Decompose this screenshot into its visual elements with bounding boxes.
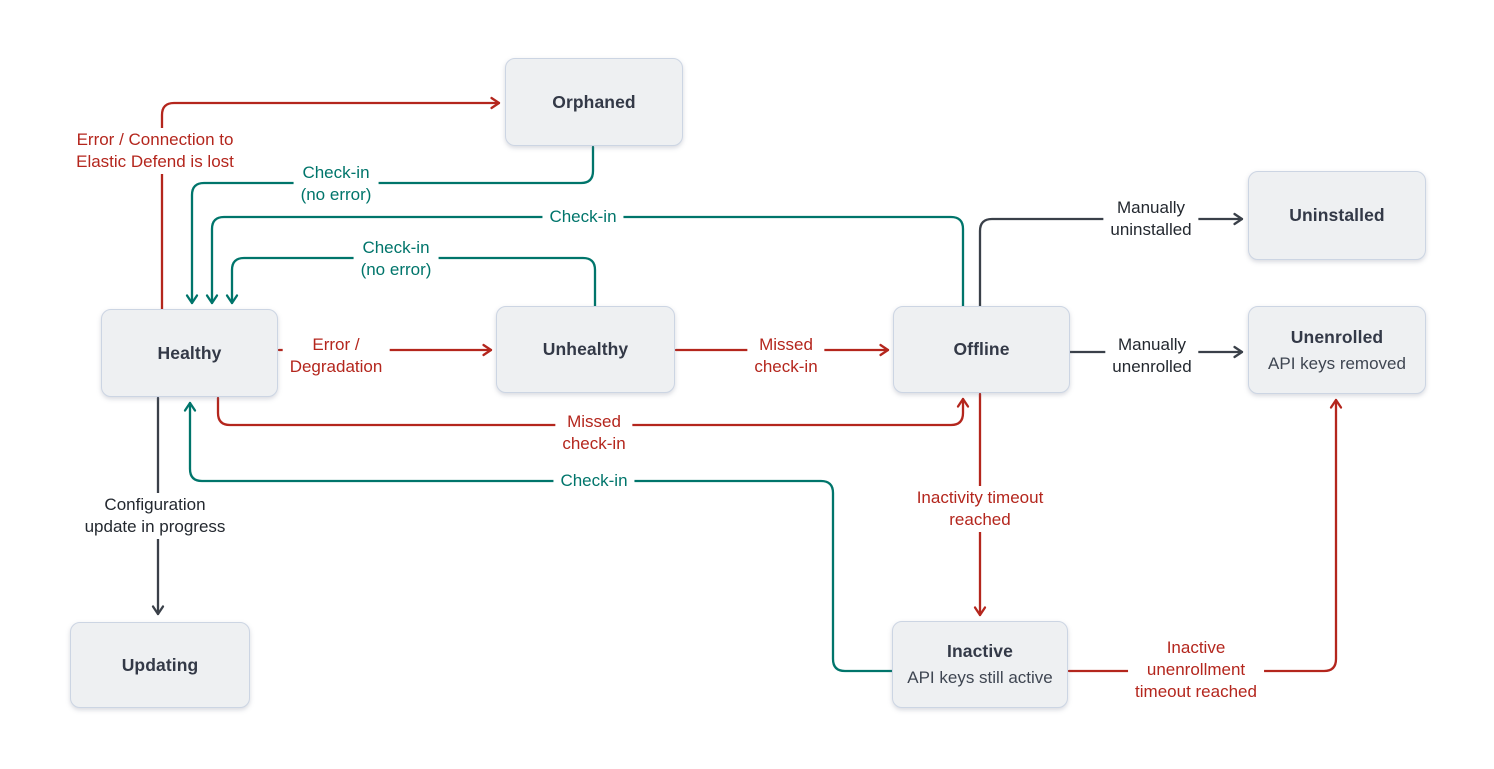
edge-label-healthy-to-offline: Missed check-in bbox=[555, 410, 633, 456]
edge-label-line: Missed bbox=[759, 335, 813, 354]
edge-label-inactive-to-unenrolled: Inactive unenrollment timeout reached bbox=[1128, 636, 1264, 704]
edge-label-line: unenrollment bbox=[1146, 660, 1246, 679]
edge-healthy-to-orphaned bbox=[160, 96, 501, 311]
edge-label-line: Configuration bbox=[104, 495, 206, 514]
edge-label-line: unenrolled bbox=[1112, 357, 1192, 376]
edge-label-orphaned-to-healthy: Check-in (no error) bbox=[293, 161, 379, 207]
edge-label-line: Error / bbox=[312, 335, 360, 354]
edge-inactive-to-unenrolled bbox=[1067, 398, 1343, 673]
edge-label-healthy-to-orphaned: Error / Connection to Elastic Defend is … bbox=[69, 128, 241, 174]
edge-label-healthy-to-unhealthy: Error / Degradation bbox=[282, 333, 390, 379]
node-healthy-label: Healthy bbox=[157, 342, 222, 363]
edge-label-line: Error / Connection to bbox=[76, 130, 234, 149]
edge-label-line: Check-in bbox=[560, 471, 628, 490]
edge-label-line: Inactivity timeout bbox=[916, 488, 1044, 507]
node-uninstalled-label: Uninstalled bbox=[1289, 205, 1385, 225]
edge-label-line: (no error) bbox=[300, 185, 372, 204]
edge-label-line: uninstalled bbox=[1110, 220, 1192, 239]
edge-label-line: Degradation bbox=[289, 357, 383, 376]
edge-orphaned-to-healthy bbox=[185, 145, 595, 305]
node-inactive: Inactive API keys still active bbox=[892, 621, 1068, 708]
edge-label-offline-to-unenrolled: Manually unenrolled bbox=[1105, 333, 1199, 379]
edge-label-line: Missed bbox=[567, 412, 621, 431]
node-unenrolled-label: Unenrolled bbox=[1290, 326, 1384, 347]
edge-label-line: Check-in bbox=[302, 163, 370, 182]
node-uninstalled: Uninstalled bbox=[1248, 171, 1426, 260]
node-offline: Offline bbox=[893, 306, 1070, 393]
node-updating: Updating bbox=[70, 622, 250, 708]
node-orphaned: Orphaned bbox=[505, 58, 683, 146]
node-unhealthy-label: Unhealthy bbox=[542, 339, 629, 359]
edge-label-line: check-in bbox=[562, 434, 626, 453]
node-unhealthy: Unhealthy bbox=[496, 306, 675, 393]
node-inactive-label: Inactive bbox=[947, 641, 1013, 661]
edge-label-line: (no error) bbox=[360, 260, 432, 279]
node-offline-label: Offline bbox=[953, 339, 1010, 359]
edge-offline-to-uninstalled bbox=[978, 212, 1244, 308]
edge-offline-to-healthy bbox=[205, 215, 965, 308]
edge-label-unhealthy-to-healthy: Check-in (no error) bbox=[353, 236, 439, 282]
edge-label-offline-to-uninstalled: Manually uninstalled bbox=[1103, 196, 1199, 242]
edge-label-unhealthy-to-offline: Missed check-in bbox=[747, 333, 825, 379]
node-updating-label: Updating bbox=[121, 654, 199, 675]
edge-label-line: update in progress bbox=[84, 517, 226, 536]
node-unenrolled-sublabel: API keys removed bbox=[1268, 353, 1406, 373]
edge-label-offline-to-inactive: Inactivity timeout reached bbox=[909, 486, 1051, 532]
node-unenrolled: Unenrolled API keys removed bbox=[1248, 306, 1426, 394]
edge-label-healthy-to-updating: Configuration update in progress bbox=[77, 493, 233, 539]
edge-label-line: timeout reached bbox=[1135, 682, 1257, 701]
edge-label-line: Check-in bbox=[362, 238, 430, 257]
edge-label-line: Manually bbox=[1117, 335, 1187, 354]
edge-label-line: Check-in bbox=[549, 207, 617, 226]
edge-label-line: reached bbox=[949, 510, 1011, 529]
node-healthy: Healthy bbox=[101, 309, 278, 397]
edge-label-line: Elastic Defend is lost bbox=[76, 152, 234, 171]
edge-label-offline-to-healthy: Check-in bbox=[542, 205, 624, 229]
node-inactive-sublabel: API keys still active bbox=[907, 668, 1053, 687]
node-orphaned-label: Orphaned bbox=[552, 91, 636, 112]
edge-label-line: check-in bbox=[754, 357, 818, 376]
edge-inactive-to-healthy bbox=[183, 401, 894, 673]
edge-label-inactive-to-healthy: Check-in bbox=[553, 469, 635, 493]
edge-label-line: Manually bbox=[1116, 198, 1186, 217]
edge-label-line: Inactive bbox=[1166, 638, 1226, 657]
